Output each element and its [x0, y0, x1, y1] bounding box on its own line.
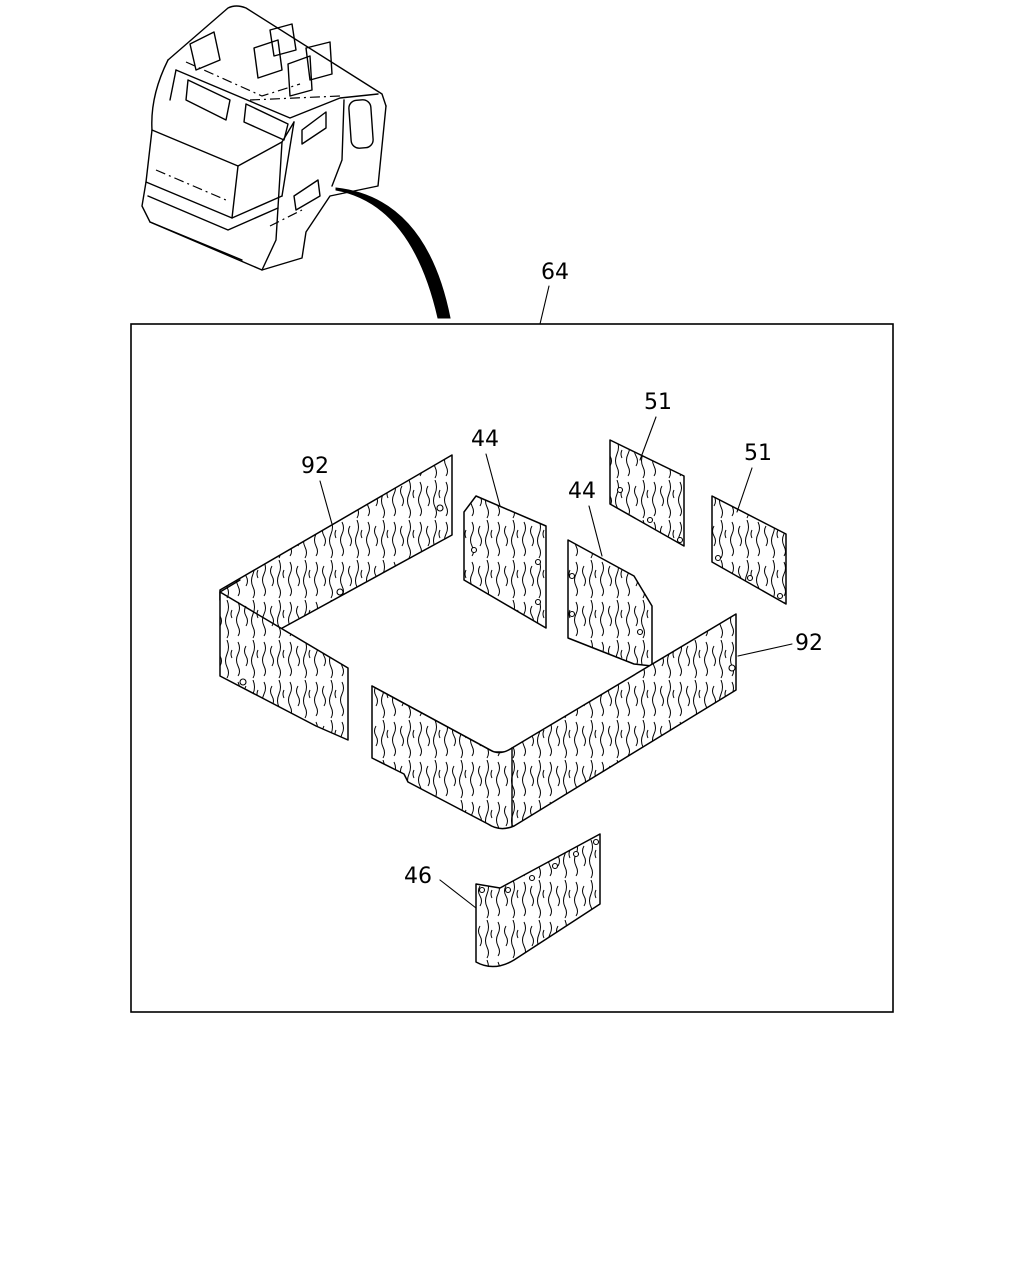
callout-92-left: 92 [301, 454, 329, 479]
leader-46 [439, 879, 477, 909]
leader-44-left [485, 453, 501, 507]
side-panel-left [219, 454, 453, 741]
side-panel-right [371, 613, 737, 830]
callout-64: 64 [541, 260, 569, 285]
leader-44-right [588, 505, 603, 557]
truck-cab-illustration [141, 5, 387, 271]
inner-panel-44-right [567, 539, 653, 667]
leader-51-left [639, 416, 657, 461]
upper-panel-51-left [609, 439, 685, 547]
leader-51-right [736, 467, 753, 513]
callout-46: 46 [404, 864, 432, 889]
callout-44-left: 44 [471, 427, 499, 452]
callout-51-right: 51 [744, 441, 772, 466]
upper-panel-51-right [711, 495, 787, 605]
inner-panel-44-left [463, 495, 547, 629]
leader-92-left [319, 480, 333, 525]
location-leader-arrow [335, 187, 451, 319]
assembly-frame [130, 323, 894, 1013]
leader-92-right [737, 643, 793, 657]
callout-51-left: 51 [644, 390, 672, 415]
callout-44-right: 44 [568, 479, 596, 504]
callout-92-right: 92 [795, 631, 823, 656]
lower-panel-46 [475, 833, 601, 968]
leader-64 [539, 285, 550, 325]
